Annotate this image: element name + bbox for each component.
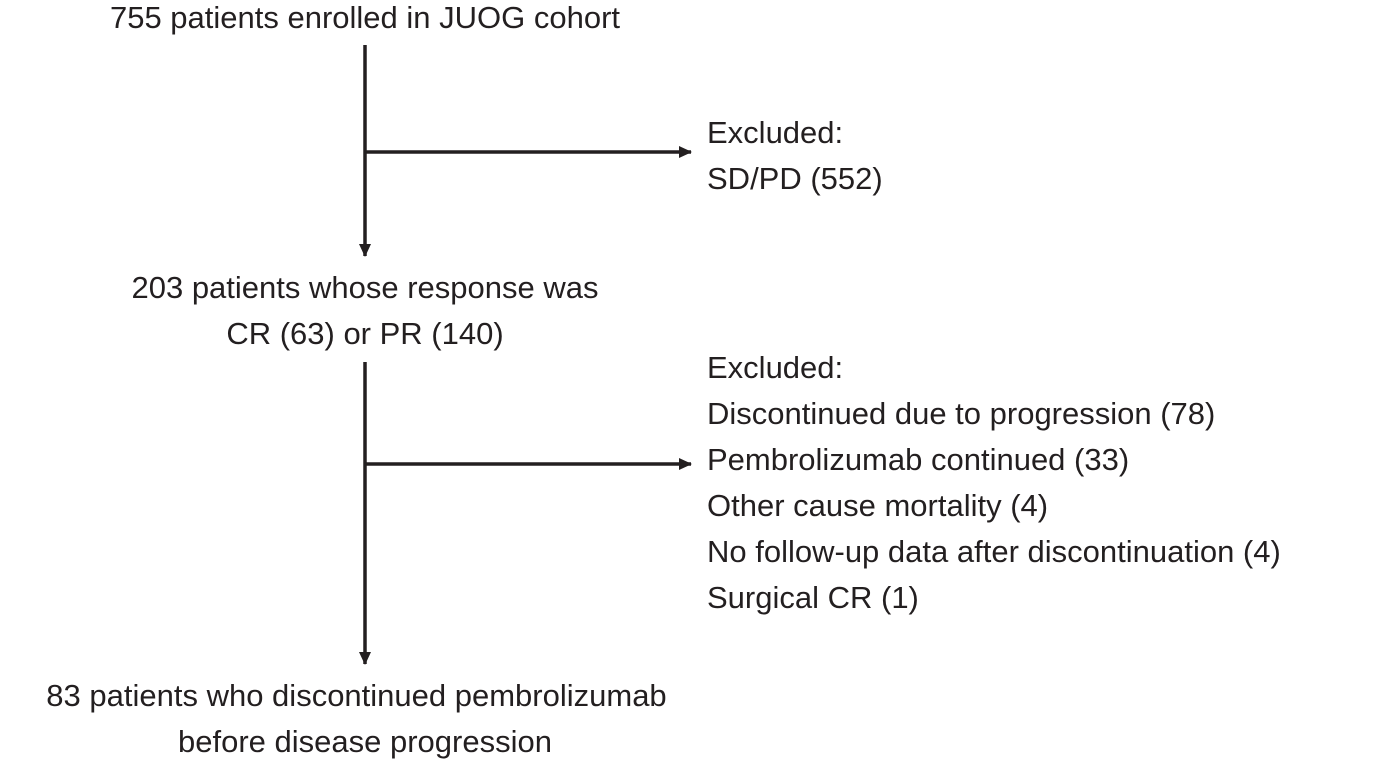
- exclusion-2-item: No follow-up data after discontinuation …: [707, 534, 1281, 569]
- exclusion-2-item: Other cause mortality (4): [707, 488, 1049, 523]
- node-enrolled-line1: 755 patients enrolled in JUOG cohort: [109, 0, 621, 35]
- exclusion-1-heading: Excluded:: [707, 115, 844, 150]
- exclusion-2-item: Pembrolizumab continued (33): [707, 442, 1130, 477]
- node-final-line2: before disease progression: [178, 724, 552, 759]
- exclusion-box-1: Excluded: SD/PD (552): [707, 110, 883, 202]
- exclusion-2-item: Discontinued due to progression (78): [707, 396, 1216, 431]
- node-responders-line1: 203 patients whose response was: [131, 270, 599, 305]
- exclusion-box-2: Excluded: Discontinued due to progressio…: [707, 345, 1281, 621]
- node-responders: 203 patients whose response was CR (63) …: [0, 265, 730, 357]
- node-final: 83 patients who discontinued pembrolizum…: [0, 673, 730, 765]
- exclusion-1-item: SD/PD (552): [707, 161, 883, 196]
- node-enrolled: 755 patients enrolled in JUOG cohort: [0, 0, 730, 41]
- exclusion-2-heading: Excluded:: [707, 350, 844, 385]
- exclusion-2-item: Surgical CR (1): [707, 580, 919, 615]
- node-responders-line2: CR (63) or PR (140): [226, 316, 504, 351]
- node-final-line1: 83 patients who discontinued pembrolizum…: [46, 678, 667, 713]
